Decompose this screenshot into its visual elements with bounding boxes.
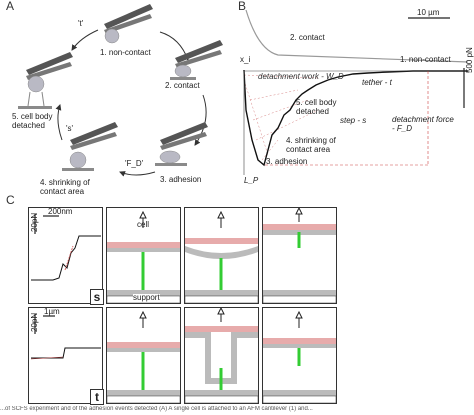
- s-membrane-2: [184, 207, 259, 304]
- s-label: s: [90, 289, 104, 305]
- panel-c-letter: C: [6, 193, 15, 207]
- t-scale-y: 20pN: [30, 312, 39, 332]
- shrink-label: 4. shrinking of contact area: [286, 136, 336, 154]
- state5-cantilever: [18, 52, 73, 109]
- t-membrane-3: [262, 307, 337, 404]
- state4-cantilever: [62, 122, 118, 171]
- state3-cantilever: [155, 122, 208, 166]
- s-scale-x: 200nm: [48, 207, 73, 216]
- xi-label: x_i: [240, 55, 251, 64]
- force-label: detachment force - F_D: [392, 115, 454, 133]
- detached-label: 5. cell body detached: [296, 98, 337, 116]
- state2-cantilever: [170, 40, 223, 80]
- arrow-label-fd: 'F_D': [125, 159, 144, 168]
- t-trace-box: [28, 307, 103, 404]
- lp-label: L_P: [244, 176, 259, 185]
- panel-a-letter: A: [6, 0, 15, 13]
- tether-label: tether - t: [362, 78, 392, 87]
- s-membrane-3: [262, 206, 337, 304]
- scale-y-label: 500 pN: [465, 47, 474, 73]
- scale-x-label: 10 µm: [417, 8, 440, 17]
- t-membrane-2: [184, 306, 259, 404]
- support-label: support: [133, 293, 160, 302]
- contact-label: 2. contact: [290, 33, 325, 42]
- state1-label: 1. non-contact: [100, 48, 151, 57]
- t-membrane-1: [106, 307, 181, 404]
- state1-cantilever: [104, 4, 153, 44]
- panel-b-letter: B: [238, 0, 247, 13]
- work-label: detachment work - W_D: [258, 72, 344, 81]
- step-label: step - s: [340, 116, 367, 125]
- t-label: t: [90, 389, 104, 405]
- panel-b-force-curve: [243, 9, 469, 175]
- arrow-label-s: 's': [66, 124, 74, 133]
- state3-label: 3. adhesion: [160, 175, 202, 184]
- state4-label: 4. shrinking of contact area: [40, 178, 90, 196]
- t-scale-x: 1µm: [44, 307, 60, 316]
- panel-a-diagram: [18, 4, 223, 177]
- figure-caption: ...of SCFS experiment and of the adhesio…: [0, 406, 313, 412]
- noncontact-label: 1. non-contact: [400, 55, 451, 64]
- state2-label: 2. contact: [165, 81, 200, 90]
- state5-label: 5. cell body detached: [12, 112, 53, 130]
- s-trace: [31, 214, 101, 281]
- s-trace-box: [28, 207, 103, 304]
- s-scale-y: 20pN: [30, 212, 39, 232]
- t-trace: [30, 314, 101, 360]
- adhesion-label: 3. adhesion: [266, 157, 308, 166]
- cell-label: cell: [137, 220, 150, 229]
- arrow-label-t: 't': [78, 19, 84, 28]
